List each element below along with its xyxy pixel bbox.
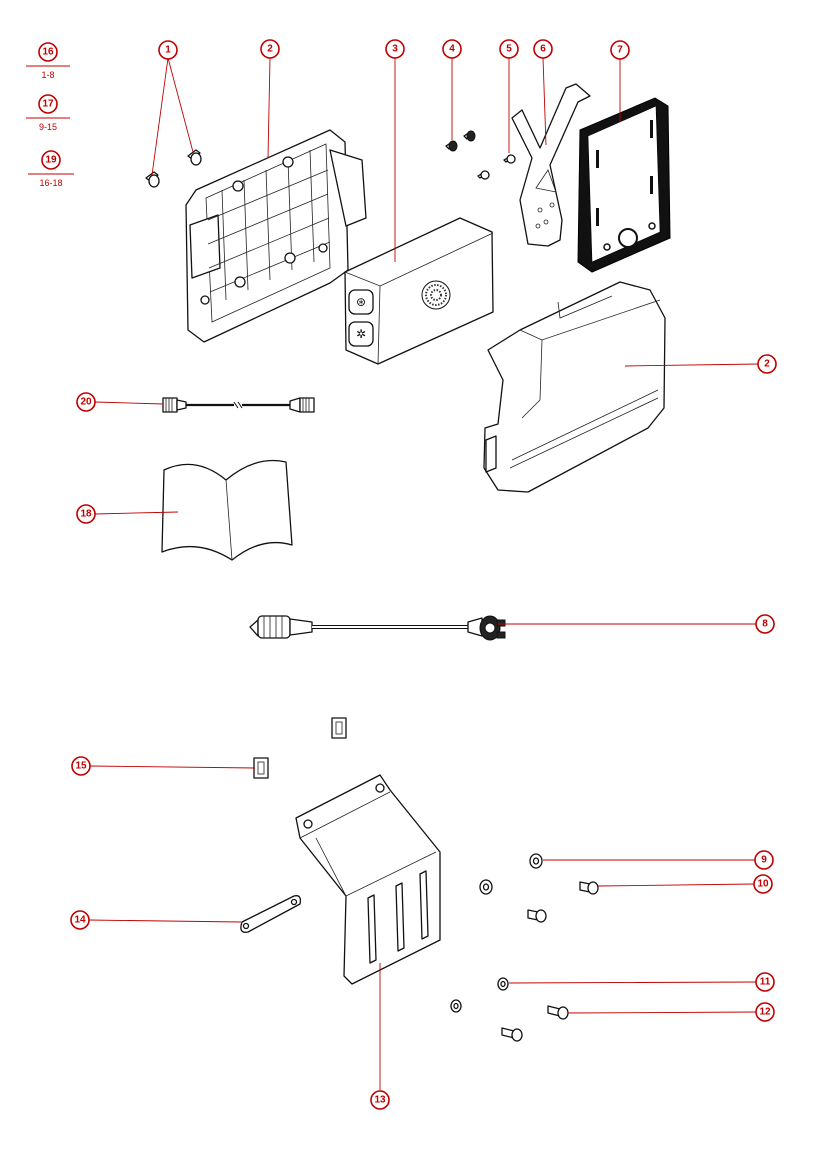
callout-2-top: 2: [260, 39, 280, 59]
svg-text:6: 6: [540, 44, 546, 55]
callout-20: 20: [76, 392, 96, 412]
range-label-16: 1-8: [41, 70, 54, 80]
svg-text:13: 13: [374, 1095, 386, 1106]
svg-text:✲: ✲: [356, 327, 366, 341]
cable-part-20: [162, 397, 315, 413]
svg-text:18: 18: [80, 509, 92, 520]
bolt-part-12: [501, 1005, 569, 1042]
callout-17: 17: [38, 94, 58, 114]
bent-bracket-part-13: [295, 774, 441, 985]
mounting-cradle-part-2: [185, 129, 367, 343]
flat-plate-part-14: [240, 895, 302, 933]
callout-18: 18: [76, 504, 96, 524]
clip-part-15: [253, 717, 347, 779]
svg-text:7: 7: [617, 45, 623, 56]
range-label-17: 9-15: [39, 122, 57, 132]
speaker-module-part-3: ⊛ ✲: [344, 217, 494, 365]
svg-text:16: 16: [42, 47, 54, 58]
callout-7: 7: [610, 40, 630, 60]
callout-16: 16: [38, 42, 58, 62]
svg-text:12: 12: [759, 1007, 771, 1018]
manual-booklet-part-18: [161, 459, 293, 561]
svg-text:19: 19: [45, 155, 57, 166]
callout-3: 3: [385, 39, 405, 59]
svg-text:15: 15: [75, 761, 87, 772]
cover-housing-part-2: [483, 281, 666, 493]
callout-11: 11: [755, 972, 775, 992]
callout-1: 1: [158, 40, 178, 60]
range-label-19: 16-18: [39, 178, 62, 188]
callout-15: 15: [71, 756, 91, 776]
back-plate-part-7: [577, 97, 671, 273]
svg-text:⊛: ⊛: [356, 295, 366, 309]
x-bracket-part-6: [511, 83, 591, 247]
svg-text:2: 2: [267, 44, 273, 55]
callout-8: 8: [755, 614, 775, 634]
screw-part-5: [477, 154, 516, 180]
callout-12: 12: [755, 1002, 775, 1022]
svg-text:4: 4: [449, 44, 455, 55]
svg-text:3: 3: [392, 44, 398, 55]
callout-10: 10: [753, 874, 773, 894]
svg-text:11: 11: [760, 977, 771, 988]
washer-part-9: [479, 853, 543, 895]
svg-text:9: 9: [761, 855, 767, 866]
svg-text:1: 1: [165, 45, 171, 56]
svg-text:10: 10: [757, 879, 769, 890]
bolt-part-10: [527, 881, 599, 923]
callout-9: 9: [754, 850, 774, 870]
power-cable-part-8: [249, 615, 506, 641]
screw-part-4: [445, 130, 476, 152]
callout-6: 6: [533, 39, 553, 59]
svg-text:5: 5: [506, 44, 512, 55]
screw-part-1: [145, 149, 202, 188]
callout-13: 13: [370, 1090, 390, 1110]
svg-text:8: 8: [762, 619, 768, 630]
callout-4: 4: [442, 39, 462, 59]
callout-5: 5: [499, 39, 519, 59]
washer-part-11: [450, 977, 509, 1013]
svg-text:14: 14: [74, 915, 86, 926]
callout-19: 19: [41, 150, 61, 170]
callout-14: 14: [70, 910, 90, 930]
callout-2-right: 2: [757, 354, 777, 374]
svg-text:2: 2: [764, 359, 770, 370]
svg-text:20: 20: [80, 397, 92, 408]
svg-text:17: 17: [42, 99, 54, 110]
